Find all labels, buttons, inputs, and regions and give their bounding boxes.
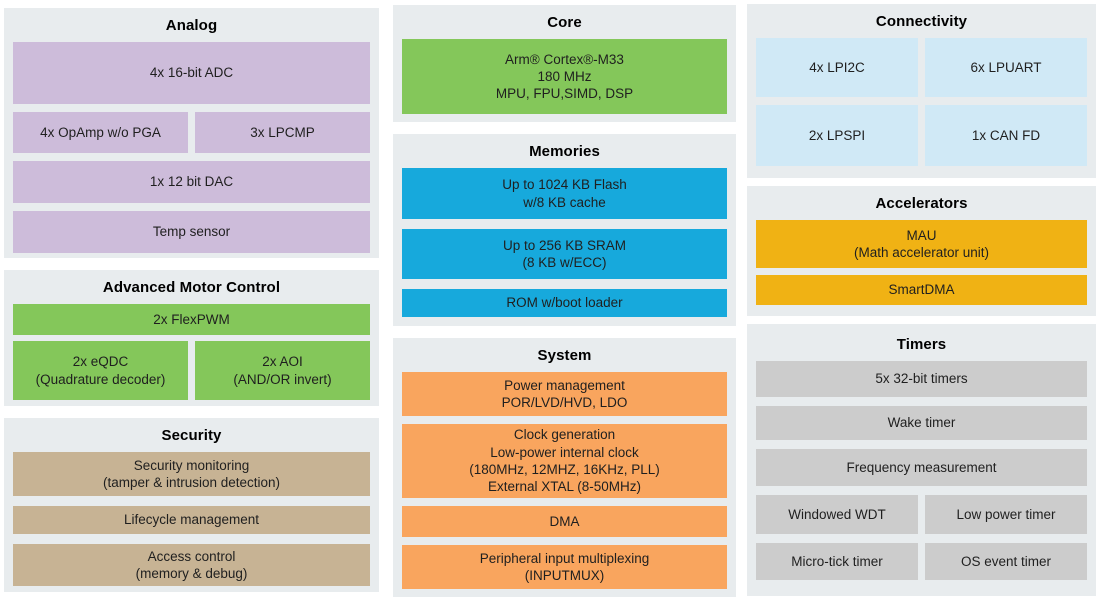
flash-block: Up to 1024 KB Flash w/8 KB cache: [402, 168, 727, 219]
middle-column: Core Arm® Cortex®-M33 180 MHz MPU, FPU,S…: [393, 5, 736, 597]
cortex-m33-block: Arm® Cortex®-M33 180 MHz MPU, FPU,SIMD, …: [402, 39, 727, 114]
micro-tick-timer-block: Micro-tick timer: [756, 543, 918, 580]
wake-timer-block: Wake timer: [756, 406, 1087, 440]
power-management-block: Power management POR/LVD/HVD, LDO: [402, 372, 727, 416]
lifecycle-management-block: Lifecycle management: [13, 506, 370, 534]
rom-block: ROM w/boot loader: [402, 289, 727, 317]
lpi2c-block: 4x LPI2C: [756, 38, 918, 97]
windowed-wdt-block: Windowed WDT: [756, 495, 918, 534]
motor-control-row: 2x eQDC (Quadrature decoder) 2x AOI (AND…: [13, 341, 370, 400]
security-blocks: Security monitoring (tamper & intrusion …: [13, 452, 370, 586]
os-event-timer-block: OS event timer: [925, 543, 1087, 580]
timers-panel: Timers 5x 32-bit timers Wake timer Frequ…: [747, 324, 1096, 596]
lpuart-block: 6x LPUART: [925, 38, 1087, 97]
analog-panel-title: Analog: [165, 17, 218, 34]
lpspi-block: 2x LPSPI: [756, 105, 918, 166]
motor-control-panel-title: Advanced Motor Control: [102, 279, 281, 296]
accelerators-panel-title: Accelerators: [875, 195, 968, 212]
security-panel-title: Security: [161, 427, 222, 444]
system-blocks: Power management POR/LVD/HVD, LDO Clock …: [402, 372, 727, 589]
analog-panel: Analog 4x 16-bit ADC 4x OpAmp w/o PGA 3x…: [4, 8, 379, 258]
memories-panel-title: Memories: [529, 143, 600, 160]
memories-panel: Memories Up to 1024 KB Flash w/8 KB cach…: [393, 134, 736, 326]
system-panel-title: System: [537, 347, 592, 364]
accelerators-panel: Accelerators MAU (Math accelerator unit)…: [747, 186, 1096, 316]
timers-panel-title: Timers: [896, 336, 947, 353]
timers-row-1: Windowed WDT Low power timer: [756, 495, 1087, 534]
advanced-motor-control-panel: Advanced Motor Control 2x FlexPWM 2x eQD…: [4, 270, 379, 406]
connectivity-panel-title: Connectivity: [875, 13, 968, 30]
low-power-timer-block: Low power timer: [925, 495, 1087, 534]
core-panel: Core Arm® Cortex®-M33 180 MHz MPU, FPU,S…: [393, 5, 736, 122]
inputmux-block: Peripheral input multiplexing (INPUTMUX): [402, 545, 727, 589]
clock-generation-block: Clock generation Low-power internal cloc…: [402, 424, 727, 498]
motor-control-blocks: 2x FlexPWM 2x eQDC (Quadrature decoder) …: [13, 304, 370, 400]
connectivity-row-2: 2x LPSPI 1x CAN FD: [756, 105, 1087, 166]
eqdc-block: 2x eQDC (Quadrature decoder): [13, 341, 188, 400]
analog-blocks: 4x 16-bit ADC 4x OpAmp w/o PGA 3x LPCMP …: [13, 42, 370, 253]
security-monitoring-block: Security monitoring (tamper & intrusion …: [13, 452, 370, 496]
analog-row: 4x OpAmp w/o PGA 3x LPCMP: [13, 112, 370, 153]
32bit-timers-block: 5x 32-bit timers: [756, 361, 1087, 397]
memories-blocks: Up to 1024 KB Flash w/8 KB cache Up to 2…: [402, 168, 727, 317]
temp-sensor-block: Temp sensor: [13, 211, 370, 253]
aoi-block: 2x AOI (AND/OR invert): [195, 341, 370, 400]
timers-row-2: Micro-tick timer OS event timer: [756, 543, 1087, 580]
sram-block: Up to 256 KB SRAM (8 KB w/ECC): [402, 229, 727, 279]
adc-block: 4x 16-bit ADC: [13, 42, 370, 104]
core-blocks: Arm® Cortex®-M33 180 MHz MPU, FPU,SIMD, …: [402, 39, 727, 114]
right-column: Connectivity 4x LPI2C 6x LPUART 2x LPSPI: [747, 4, 1096, 596]
timers-blocks: 5x 32-bit timers Wake timer Frequency me…: [756, 361, 1087, 580]
mau-block: MAU (Math accelerator unit): [756, 220, 1087, 268]
security-panel: Security Security monitoring (tamper & i…: [4, 418, 379, 592]
accelerators-blocks: MAU (Math accelerator unit) SmartDMA: [756, 220, 1087, 305]
left-column: Analog 4x 16-bit ADC 4x OpAmp w/o PGA 3x…: [4, 8, 379, 592]
connectivity-panel: Connectivity 4x LPI2C 6x LPUART 2x LPSPI: [747, 4, 1096, 178]
opamp-block: 4x OpAmp w/o PGA: [13, 112, 188, 153]
flexpwm-block: 2x FlexPWM: [13, 304, 370, 335]
access-control-block: Access control (memory & debug): [13, 544, 370, 586]
dma-block: DMA: [402, 506, 727, 537]
canfd-block: 1x CAN FD: [925, 105, 1087, 166]
connectivity-blocks: 4x LPI2C 6x LPUART 2x LPSPI 1x CAN FD: [756, 38, 1087, 166]
smartdma-block: SmartDMA: [756, 275, 1087, 305]
system-panel: System Power management POR/LVD/HVD, LDO…: [393, 338, 736, 597]
frequency-measurement-block: Frequency measurement: [756, 449, 1087, 486]
dac-block: 1x 12 bit DAC: [13, 161, 370, 203]
core-panel-title: Core: [547, 14, 582, 31]
connectivity-row-1: 4x LPI2C 6x LPUART: [756, 38, 1087, 97]
lpcmp-block: 3x LPCMP: [195, 112, 370, 153]
